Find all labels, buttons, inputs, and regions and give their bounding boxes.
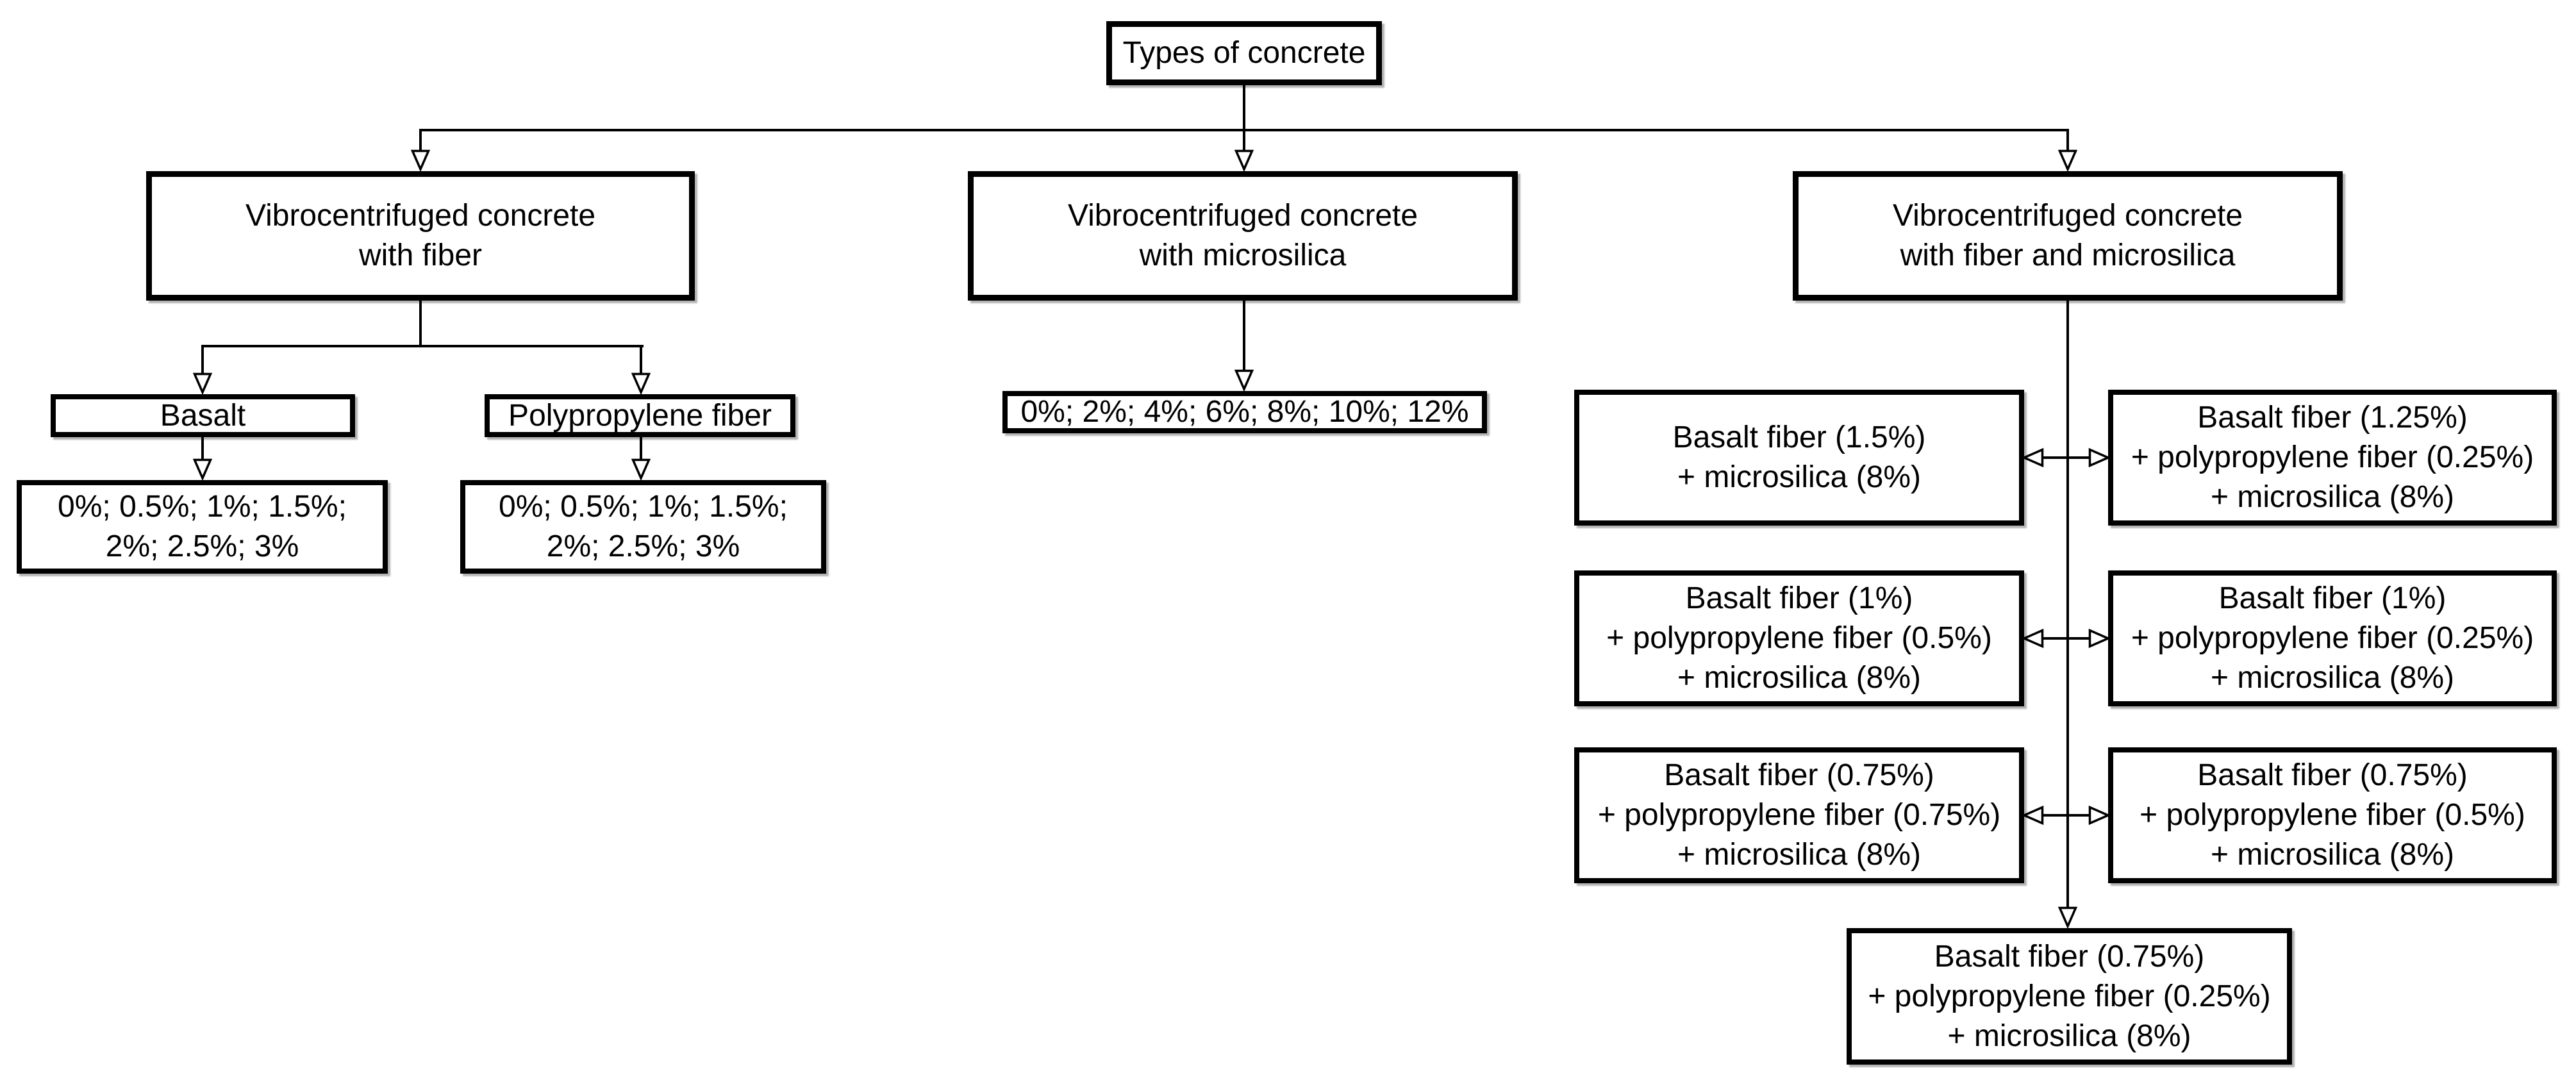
basalt-node-label: Basalt — [160, 398, 246, 433]
microsilica-dosages-node: 0%; 2%; 4%; 6%; 8%; 10%; 12% — [1002, 391, 1487, 433]
combo-left-3-node: Basalt fiber (0.75%) + polypropylene fib… — [1574, 747, 2024, 883]
arrowhead-right-combo-row2-icon — [2088, 629, 2110, 648]
combo-left-1-line1: Basalt fiber (1.5%) — [1672, 420, 1926, 454]
combo-right-1-node: Basalt fiber (1.25%) + polypropylene fib… — [2108, 390, 2557, 526]
arrowhead-down-polypropylene-dosages-icon — [631, 458, 651, 480]
connector-fiber-out-line — [419, 301, 422, 347]
combo-bottom-line1: Basalt fiber (0.75%) — [1934, 939, 2205, 974]
arrowhead-down-basalt-dosages-icon — [193, 458, 212, 480]
arrowhead-left-combo-row1-icon — [2022, 448, 2044, 467]
combo-right-2-line2: + polypropylene fiber (0.25%) — [2131, 621, 2534, 655]
combo-left-1-line2: + microsilica (8%) — [1677, 460, 1922, 494]
arrowhead-down-microsilica-icon — [1234, 149, 1254, 171]
branch-fiber-line1: Vibrocentrifuged concrete — [245, 199, 596, 233]
combo-bottom-line2: + polypropylene fiber (0.25%) — [1868, 979, 2271, 1013]
arrowhead-down-microsilica-dosages-icon — [1234, 369, 1254, 391]
branch-fiber-microsilica-line1: Vibrocentrifuged concrete — [1892, 199, 2243, 233]
combo-right-1-line2: + polypropylene fiber (0.25%) — [2131, 440, 2534, 474]
arrowhead-down-basalt-icon — [193, 372, 212, 394]
arrowhead-left-combo-row2-icon — [2022, 629, 2044, 648]
polypropylene-node-label: Polypropylene fiber — [508, 398, 772, 433]
arrowhead-down-fiber-icon — [411, 149, 430, 171]
branch-microsilica-line2: with microsilica — [1139, 238, 1347, 272]
polypropylene-dosages-node: 0%; 0.5%; 1%; 1.5%; 2%; 2.5%; 3% — [460, 480, 826, 574]
arrowhead-right-combo-row3-icon — [2088, 806, 2110, 825]
polypropylene-node: Polypropylene fiber — [485, 394, 795, 437]
arrowhead-down-polypropylene-icon — [631, 372, 651, 394]
branch-microsilica-line1: Vibrocentrifuged concrete — [1067, 199, 1418, 233]
arrowhead-down-combo-bottom-icon — [2058, 906, 2077, 928]
connector-combo-spine-line — [2066, 301, 2069, 908]
arrowhead-right-combo-row1-icon — [2088, 448, 2110, 467]
root-node: Types of concrete — [1106, 21, 1382, 85]
combo-left-3-line3: + microsilica (8%) — [1677, 838, 1922, 872]
connector-polypropylene-dosage-line — [640, 437, 642, 460]
connector-combo-row3-line — [2041, 814, 2091, 817]
connector-microsilica-drop-line — [1243, 129, 1245, 151]
arrowhead-left-combo-row3-icon — [2022, 806, 2044, 825]
connector-combo-row2-line — [2041, 637, 2091, 640]
polypropylene-dosages-line1: 0%; 0.5%; 1%; 1.5%; — [499, 490, 788, 524]
branch-fiber-microsilica-node: Vibrocentrifuged concrete with fiber and… — [1793, 171, 2343, 301]
combo-left-3-line1: Basalt fiber (0.75%) — [1664, 758, 1934, 792]
connector-fiber-microsilica-drop-line — [2066, 129, 2069, 151]
connector-fiber-split-rail-line — [201, 345, 644, 347]
combo-left-1-node: Basalt fiber (1.5%) + microsilica (8%) — [1574, 390, 2024, 526]
basalt-dosages-line1: 0%; 0.5%; 1%; 1.5%; — [58, 490, 347, 524]
combo-left-2-node: Basalt fiber (1%) + polypropylene fiber … — [1574, 570, 2024, 706]
root-node-label: Types of concrete — [1122, 36, 1366, 70]
combo-right-3-line2: + polypropylene fiber (0.5%) — [2140, 798, 2525, 832]
connector-polypropylene-drop-line — [640, 345, 642, 374]
combo-left-2-line2: + polypropylene fiber (0.5%) — [1606, 621, 1992, 655]
connector-root-stem-line — [1243, 85, 1245, 131]
basalt-dosages-node: 0%; 0.5%; 1%; 1.5%; 2%; 2.5%; 3% — [17, 480, 388, 574]
combo-left-3-line2: + polypropylene fiber (0.75%) — [1597, 798, 2001, 832]
combo-right-1-line1: Basalt fiber (1.25%) — [2197, 401, 2468, 435]
combo-bottom-node: Basalt fiber (0.75%) + polypropylene fib… — [1847, 928, 2292, 1065]
combo-right-2-line1: Basalt fiber (1%) — [2218, 581, 2447, 615]
connector-combo-row1-line — [2041, 456, 2091, 459]
connector-microsilica-dosage-line — [1243, 301, 1245, 370]
combo-left-2-line1: Basalt fiber (1%) — [1685, 581, 1913, 615]
branch-fiber-microsilica-line2: with fiber and microsilica — [1900, 238, 2236, 272]
combo-right-3-node: Basalt fiber (0.75%) + polypropylene fib… — [2108, 747, 2557, 883]
connector-basalt-drop-line — [201, 345, 204, 374]
combo-right-2-node: Basalt fiber (1%) + polypropylene fiber … — [2108, 570, 2557, 706]
arrowhead-down-fiber-microsilica-icon — [2058, 149, 2077, 171]
branch-fiber-node: Vibrocentrifuged concrete with fiber — [146, 171, 695, 301]
combo-right-2-line3: + microsilica (8%) — [2210, 661, 2455, 695]
basalt-dosages-line2: 2%; 2.5%; 3% — [105, 529, 299, 563]
combo-right-3-line1: Basalt fiber (0.75%) — [2197, 758, 2468, 792]
combo-right-3-line3: + microsilica (8%) — [2210, 838, 2455, 872]
connector-fiber-drop-line — [419, 129, 422, 151]
combo-bottom-line3: + microsilica (8%) — [1947, 1018, 2191, 1053]
branch-microsilica-node: Vibrocentrifuged concrete with microsili… — [968, 171, 1518, 301]
branch-fiber-line2: with fiber — [358, 238, 483, 272]
basalt-node: Basalt — [51, 394, 355, 437]
connector-basalt-dosage-line — [201, 437, 204, 460]
combo-left-2-line3: + microsilica (8%) — [1677, 661, 1922, 695]
combo-right-1-line3: + microsilica (8%) — [2210, 480, 2455, 514]
microsilica-dosages-label: 0%; 2%; 4%; 6%; 8%; 10%; 12% — [1020, 395, 1469, 429]
polypropylene-dosages-line2: 2%; 2.5%; 3% — [546, 529, 740, 563]
